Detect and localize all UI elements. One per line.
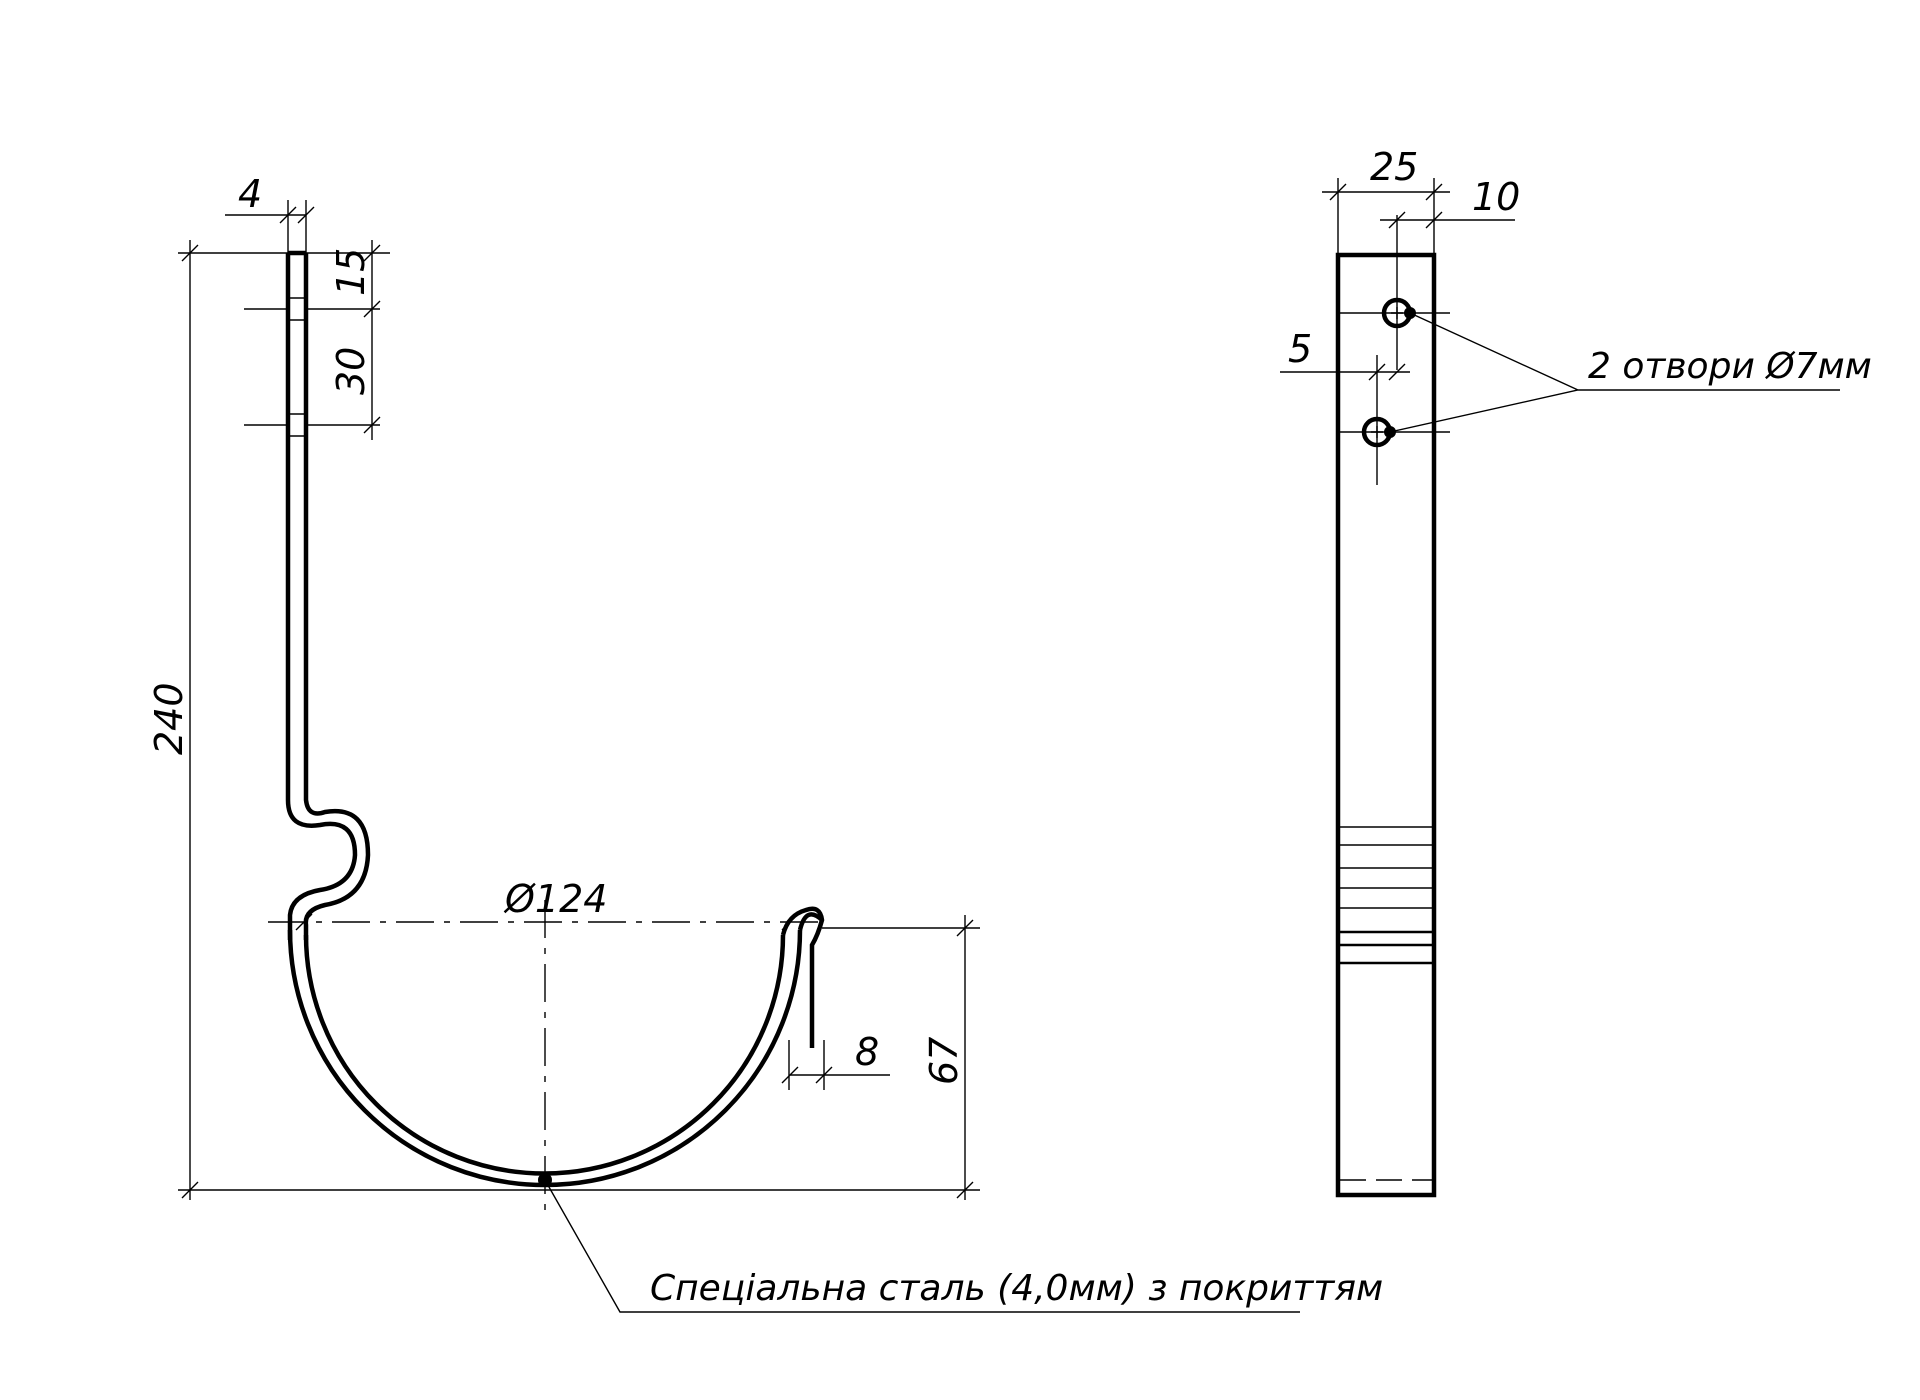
dim-thickness-label: 4 [238,172,262,216]
dim-hole-edge-offset: 10 [1380,175,1520,229]
dim-total-height-label: 240 [147,682,191,755]
dim-hole-shift-label: 5 [1288,327,1312,371]
dim-hole-chain: 15 30 [306,240,390,440]
dim-total-height: 240 [147,240,980,1200]
side-view-centerlines [268,900,822,1210]
dim-lip-width: 8 [781,1030,890,1090]
dim-diameter-label: Ø124 [503,877,607,921]
dim-bowl-depth-label: 67 [922,1037,966,1085]
material-leader [538,1173,1300,1313]
dim-diameter: Ø124 [295,877,799,931]
dim-lip-width-label: 8 [855,1030,879,1074]
dim-hole-edge-offset-label: 10 [1472,175,1520,219]
dim-bowl-depth: 67 [822,915,980,1200]
holes-leader: 2 отвори Ø7мм [1389,312,1872,433]
dim-width-label: 25 [1370,145,1418,189]
holes-note: 2 отвори Ø7мм [1588,346,1872,387]
dim-hole-top-offset-label: 15 [329,248,373,296]
dim-hole-shift: 5 [1280,327,1410,381]
side-view: 4 15 30 240 Ø124 8 [147,172,1383,1313]
material-note: Спеціальна сталь (4,0мм) з покриттям [650,1268,1383,1309]
strap-holes [244,297,380,437]
dim-hole-spacing-label: 30 [329,347,373,395]
bend-lines [1340,826,1432,1181]
front-view: 25 10 5 2 отвори Ø7мм [1280,145,1872,1198]
dim-width: 25 [1322,145,1450,255]
strip-outline [1335,252,1437,1198]
dim-thickness: 4 [225,172,315,253]
